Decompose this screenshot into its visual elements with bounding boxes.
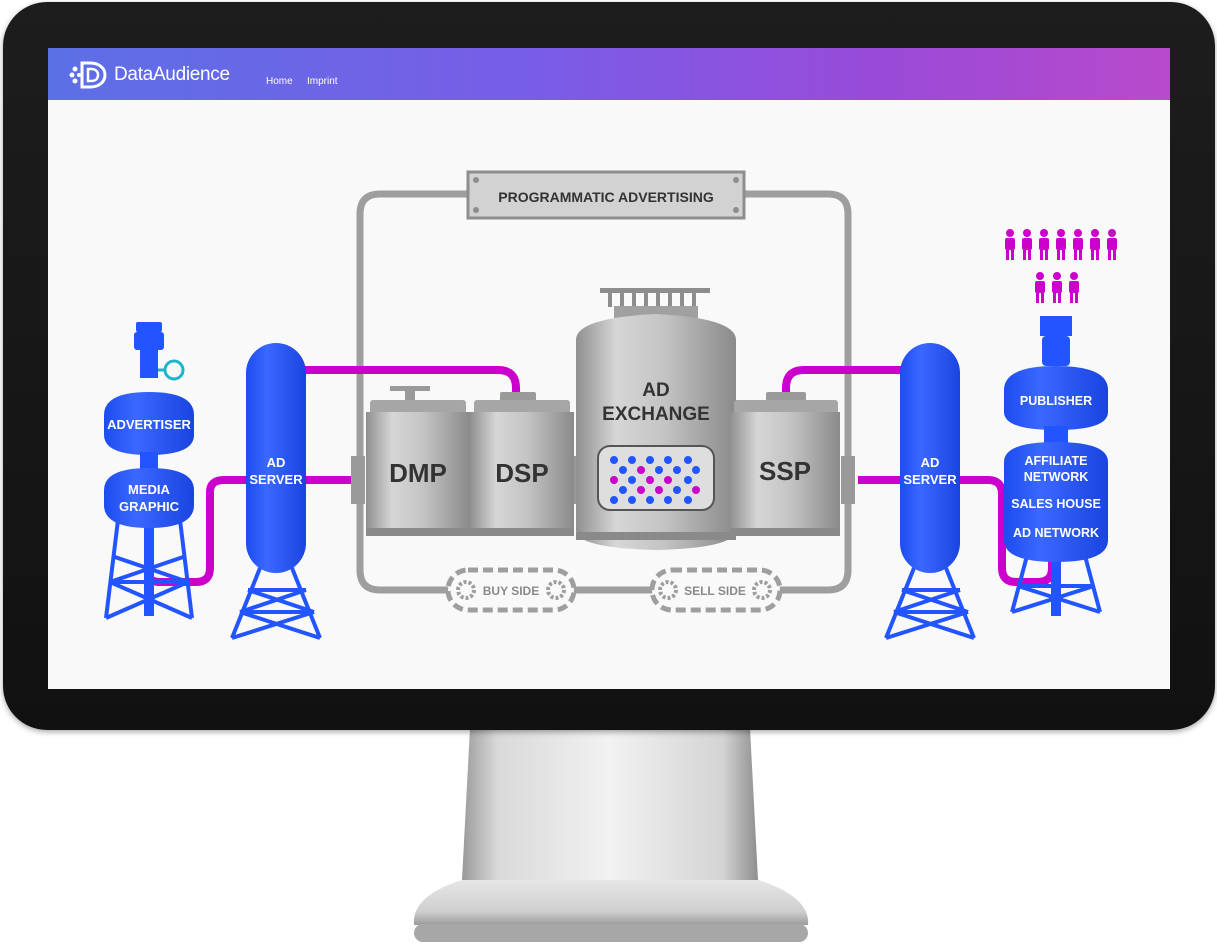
ad-server-left-label-line1: AD bbox=[267, 455, 286, 470]
ad-exchange-label-line1: AD bbox=[642, 380, 669, 401]
media-graphic-label-line1: MEDIA bbox=[128, 482, 171, 497]
ad-server-right: AD SERVER bbox=[884, 343, 976, 640]
dsp-label: DSP bbox=[495, 458, 548, 488]
sell-side-label: SELL SIDE bbox=[684, 584, 746, 598]
ssp-tank: SSP bbox=[730, 392, 840, 536]
affiliate-network-label-line1: AFFILIATE bbox=[1025, 454, 1088, 468]
data-audience-logo-icon bbox=[69, 61, 107, 89]
advertiser-tower: ADVERTISER MEDIA GRAPHIC bbox=[104, 322, 194, 620]
nav-home-link[interactable]: Home bbox=[266, 76, 293, 87]
gear-icon bbox=[658, 580, 678, 600]
sell-side-track: SELL SIDE bbox=[649, 567, 783, 613]
sales-house-label: SALES HOUSE bbox=[1011, 497, 1101, 511]
nav-imprint-link[interactable]: Imprint bbox=[307, 76, 338, 87]
buy-side-track: BUY SIDE bbox=[445, 567, 577, 613]
screen: DataAudience Home Imprint PROG bbox=[48, 48, 1170, 689]
brand-name-part2: Audience bbox=[152, 64, 230, 85]
dmp-tank: DMP bbox=[366, 386, 470, 536]
brand-name: DataAudience bbox=[114, 64, 230, 86]
brand-logo[interactable]: DataAudience bbox=[68, 60, 230, 90]
audience-people-icons bbox=[1005, 229, 1117, 303]
programmatic-advertising-banner: PROGRAMMATIC ADVERTISING bbox=[466, 170, 746, 220]
banner-text: PROGRAMMATIC ADVERTISING bbox=[498, 189, 714, 205]
valve-icon bbox=[163, 359, 185, 381]
programmatic-advertising-diagram: PROGRAMMATIC ADVERTISING bbox=[104, 170, 1117, 640]
ad-server-left-label-line2: SERVER bbox=[249, 472, 303, 487]
gear-icon bbox=[546, 580, 566, 600]
buy-side-label: BUY SIDE bbox=[483, 584, 539, 598]
ad-server-right-label-line2: SERVER bbox=[903, 472, 957, 487]
gear-icon bbox=[752, 580, 772, 600]
media-graphic-label-line2: GRAPHIC bbox=[119, 499, 180, 514]
gear-icon bbox=[456, 580, 476, 600]
bid-dots bbox=[610, 456, 700, 504]
dsp-tank: DSP bbox=[470, 392, 574, 536]
advertiser-label: ADVERTISER bbox=[107, 417, 191, 432]
ad-server-right-label-line1: AD bbox=[921, 455, 940, 470]
affiliate-network-label-line2: NETWORK bbox=[1024, 470, 1089, 484]
ad-exchange-label-line2: EXCHANGE bbox=[602, 404, 710, 425]
dmp-label: DMP bbox=[389, 458, 447, 488]
navbar: DataAudience Home Imprint bbox=[48, 48, 1170, 100]
publisher-tower: PUBLISHER AFFILIATE NETWORK SALES HOUSE … bbox=[1004, 316, 1108, 616]
ad-server-left: AD SERVER bbox=[230, 343, 322, 640]
ad-network-label: AD NETWORK bbox=[1013, 526, 1099, 540]
ad-exchange-tank: AD EXCHANGE bbox=[576, 288, 736, 550]
brand-name-part1: Data bbox=[114, 64, 153, 85]
ssp-label: SSP bbox=[759, 456, 811, 486]
publisher-label: PUBLISHER bbox=[1020, 394, 1092, 408]
